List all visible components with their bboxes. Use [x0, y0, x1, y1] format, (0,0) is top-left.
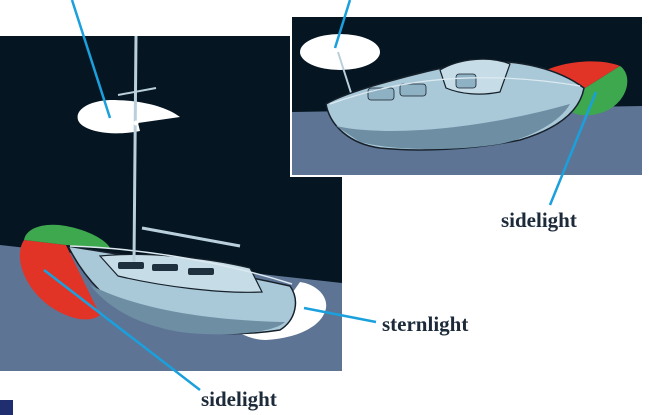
- sailboat-spreader: [117, 87, 157, 96]
- sailboat-panel: [0, 35, 342, 371]
- sailboat-hull-shadow: [90, 285, 285, 335]
- pointer-masthead-right: [333, 0, 352, 49]
- powerboat-masthead-sector: [300, 34, 380, 70]
- pointer-sidelight-right: [548, 91, 598, 206]
- pointer-sternlight: [303, 306, 377, 324]
- sidelight-label-bottom: sidelight: [201, 387, 277, 411]
- powerboat-panel: [290, 15, 644, 177]
- corner-marker-icon: [0, 400, 13, 415]
- sternlight-label: sternlight: [382, 312, 469, 336]
- powerboat-seats: [367, 73, 477, 101]
- powerboat-sidelight-red: [535, 61, 620, 90]
- sailboat-boom: [141, 226, 241, 248]
- masthead-light-fixture: [133, 120, 139, 126]
- sidelight-label-right: sidelight: [501, 208, 577, 232]
- sailboat-rail: [69, 245, 293, 285]
- pointer-lines: [43, 0, 598, 391]
- pointer-masthead-left: [70, 0, 112, 119]
- powerboat-light-pole: [337, 51, 353, 97]
- sailboat-sidelight-green: [24, 224, 110, 248]
- sailboat-mast: [132, 35, 138, 263]
- powerboat-hull-shadow: [336, 104, 570, 150]
- powerboat-sidelight-green: [570, 66, 628, 116]
- masthead-light-sector: [77, 100, 180, 134]
- pointer-sidelight-bottom: [43, 269, 201, 391]
- powerboat-rail: [329, 77, 581, 105]
- sailboat-sidelight-red: [19, 240, 100, 320]
- sailboat-cabin-windows: [118, 262, 214, 275]
